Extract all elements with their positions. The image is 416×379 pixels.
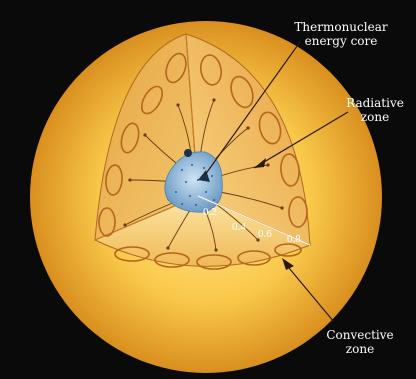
scale-label-0-4: 0.4 bbox=[232, 221, 246, 233]
convective-zone-label: Convective zone bbox=[320, 328, 400, 356]
scale-label-0-8: 0.8 bbox=[287, 233, 301, 245]
radiative-zone-label: Radiative zone bbox=[340, 96, 410, 124]
scale-label-0-2: 0.2 bbox=[203, 206, 217, 218]
core-center-dot bbox=[184, 149, 192, 157]
thermonuclear-core-label: Thermonuclear energy core bbox=[286, 20, 396, 48]
scale-label-0-6: 0.6 bbox=[258, 228, 272, 240]
